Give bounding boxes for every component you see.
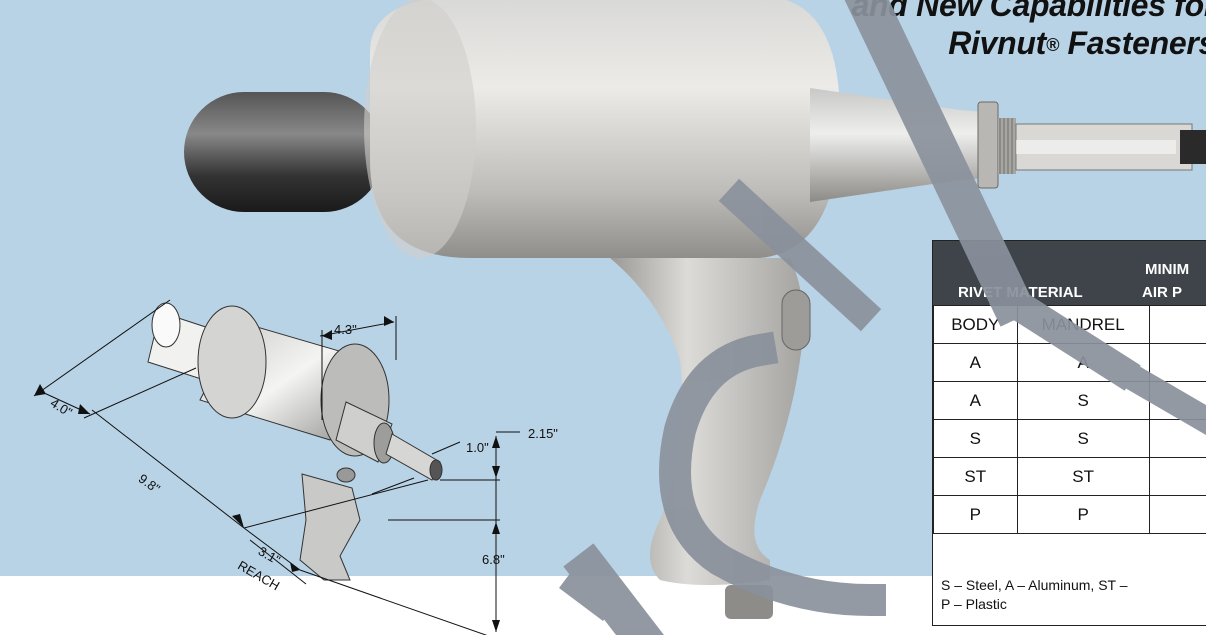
cell-pressure: 6	[1148, 495, 1206, 534]
cell-pressure: 6	[1148, 381, 1206, 420]
spec-table-header: RIVET MATERIAL MINIM AIR P	[933, 241, 1206, 305]
table-row: A S 6	[933, 381, 1206, 420]
cell-body: S	[933, 419, 1018, 458]
spec-table: RIVET MATERIAL MINIM AIR P BODY MANDREL …	[932, 240, 1206, 626]
cell-body: A	[933, 343, 1018, 382]
headline-rest: Fasteners	[1058, 25, 1206, 61]
cell-pressure: 6	[1148, 343, 1206, 382]
cell-mandrel: ST	[1016, 457, 1150, 496]
dimension-1-0: 1.0"	[466, 440, 489, 455]
cell-mandrel: A	[1016, 343, 1150, 382]
column-mandrel: MANDREL	[1016, 305, 1150, 344]
table-header-row: BODY MANDREL 3/	[933, 305, 1206, 344]
cell-pressure: 6	[1148, 419, 1206, 458]
dimension-2-15: 2.15"	[528, 426, 558, 441]
registered-mark: ®	[1045, 35, 1059, 55]
spec-grid: BODY MANDREL 3/ A A 6 A S 6 S S 6 ST ST …	[933, 305, 1206, 534]
legend-line-2: P – Plastic	[941, 596, 1007, 612]
cell-body: ST	[933, 457, 1018, 496]
header-rivet-material: RIVET MATERIAL	[958, 284, 1083, 301]
cell-mandrel: S	[1016, 381, 1150, 420]
column-pressure: 3/	[1148, 305, 1206, 344]
dimension-6-8: 6.8"	[482, 552, 505, 567]
cell-body: A	[933, 381, 1018, 420]
column-body: BODY	[933, 305, 1018, 344]
cell-mandrel: S	[1016, 419, 1150, 458]
table-row: S S 6	[933, 419, 1206, 458]
header-minimum: MINIM	[1145, 261, 1190, 278]
header-air-pressure: AIR P	[1142, 284, 1183, 301]
legend-line-1: S – Steel, A – Aluminum, ST –	[941, 577, 1128, 593]
material-legend: S – Steel, A – Aluminum, ST – P – Plasti…	[941, 576, 1128, 614]
cell-mandrel: P	[1016, 495, 1150, 534]
dimension-4-3: 4.3"	[334, 322, 357, 337]
cell-body: P	[933, 495, 1018, 534]
table-row: A A 6	[933, 343, 1206, 382]
table-row: ST ST 6	[933, 457, 1206, 496]
cell-pressure: 6	[1148, 457, 1206, 496]
table-row: P P 6	[933, 495, 1206, 534]
